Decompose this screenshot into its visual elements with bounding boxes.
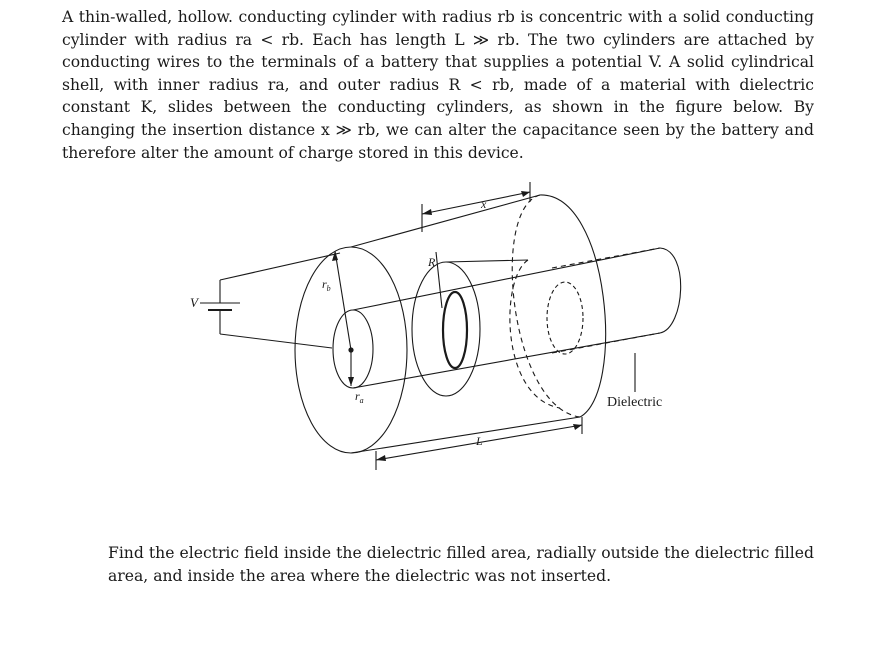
ra-label: ra [355, 389, 364, 405]
dielectric-shell-front-end [411, 261, 481, 397]
problem-statement: A thin-walled, hollow. conducting cylind… [62, 8, 814, 162]
inner-cylinder-top-edge [352, 247, 661, 311]
rb-label: rb [322, 277, 331, 293]
dielectric-shell-inner-hole [441, 290, 469, 370]
x-dimension-line [421, 191, 531, 215]
x-label: x [480, 197, 487, 211]
R-radius-arrow [435, 251, 443, 309]
cylindrical-capacitor-figure: V rb ra R x L Dielectric [180, 168, 700, 478]
voltage-label: V [190, 295, 200, 310]
L-label: L [475, 434, 483, 448]
outer-cylinder-top-edge [350, 194, 541, 248]
dielectric-label: Dielectric [607, 395, 662, 410]
L-dimension-line [375, 424, 583, 461]
rb-radius-arrow [334, 250, 352, 351]
question-text: Find the electric field inside the diele… [108, 544, 814, 585]
outer-cylinder-back-end [539, 194, 607, 418]
dielectric-shell-far-end [509, 259, 561, 409]
outer-cylinder-bottom-edge [350, 416, 581, 454]
R-label: R [427, 255, 436, 269]
